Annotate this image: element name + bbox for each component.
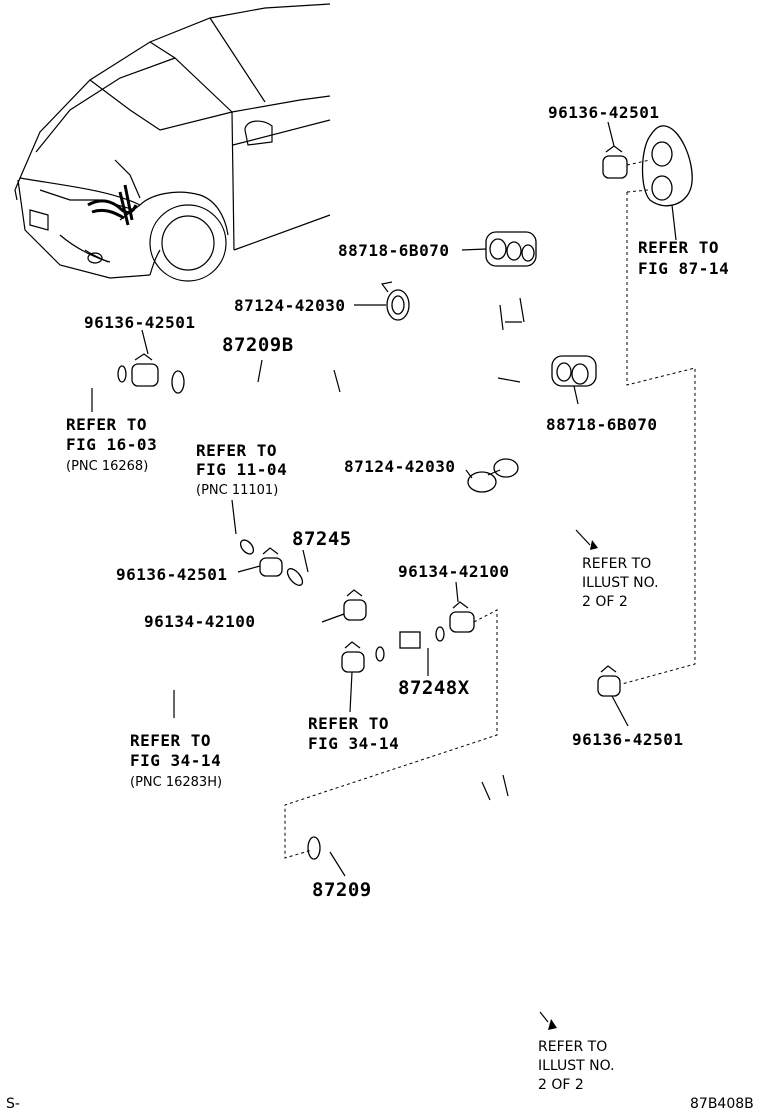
label-87209: 87209 bbox=[312, 879, 372, 901]
label-refer-11-04-line1: REFER TO bbox=[196, 441, 277, 460]
footer-figure-id: 87B408B bbox=[690, 1096, 754, 1112]
hose-34-14 bbox=[69, 652, 340, 750]
hose-clip-87124-lower[interactable] bbox=[467, 458, 519, 493]
label-87248x: 87248X bbox=[398, 677, 470, 699]
label-refer-87-14-line2: FIG 87-14 bbox=[638, 259, 729, 278]
dashed-connectors bbox=[284, 159, 696, 859]
hose-87209b[interactable] bbox=[170, 158, 615, 535]
clamp-96136-left[interactable] bbox=[131, 353, 159, 387]
label-96136-bottom: 96136-42501 bbox=[572, 730, 683, 749]
label-87124-upper: 87124-42030 bbox=[234, 296, 345, 315]
label-refer-87-14-line1: REFER TO bbox=[638, 238, 719, 257]
hose-clamp-88718-lower[interactable] bbox=[551, 355, 597, 387]
label-refer-11-04-line2: FIG 11-04 bbox=[196, 460, 287, 479]
footer-left-text: S- bbox=[6, 1096, 20, 1112]
hose-87209[interactable] bbox=[302, 678, 595, 1020]
label-refer-34-14h-line1: REFER TO bbox=[130, 731, 211, 750]
label-illust-a-line1: REFER TO bbox=[582, 556, 651, 572]
pipe-stub-11-04 bbox=[215, 523, 255, 555]
label-88718-upper: 88718-6B070 bbox=[338, 241, 449, 260]
label-refer-16-03-pnc: (PNC 16268) bbox=[66, 459, 148, 474]
arrow-illust-b bbox=[539, 1011, 557, 1030]
label-illust-b-line2: ILLUST NO. bbox=[538, 1058, 615, 1074]
grommet-87-14 bbox=[641, 125, 693, 207]
label-refer-34-14h-line2: FIG 34-14 bbox=[130, 751, 221, 770]
label-96136-top: 96136-42501 bbox=[548, 103, 659, 122]
label-refer-34-14-line2: FIG 34-14 bbox=[308, 734, 399, 753]
label-88718-lower: 88718-6B070 bbox=[546, 415, 657, 434]
leader-lines bbox=[91, 121, 677, 877]
label-96136-left: 96136-42501 bbox=[84, 313, 195, 332]
clamp-96134-lower[interactable] bbox=[341, 641, 365, 673]
clamp-96136-mid[interactable] bbox=[259, 547, 283, 577]
label-96136-mid: 96136-42501 bbox=[116, 565, 227, 584]
arrow-illust-a bbox=[575, 529, 598, 550]
label-illust-b-line1: REFER TO bbox=[538, 1039, 607, 1055]
hose-clip-87124-upper[interactable] bbox=[380, 281, 410, 321]
car-hose-highlight bbox=[87, 184, 138, 226]
clamp-96136-top[interactable] bbox=[602, 145, 628, 179]
hose-87245[interactable] bbox=[285, 566, 337, 607]
clamp-96134-left[interactable] bbox=[343, 589, 367, 621]
label-refer-11-04-pnc: (PNC 11101) bbox=[196, 483, 278, 498]
car-illustration bbox=[14, 3, 331, 282]
label-refer-16-03-line1: REFER TO bbox=[66, 415, 147, 434]
label-illust-a-line2: ILLUST NO. bbox=[582, 575, 659, 591]
hose-clamp-88718-upper[interactable] bbox=[485, 231, 537, 267]
pipe-stub-16-03 bbox=[84, 364, 128, 383]
label-96134-right: 96134-42100 bbox=[398, 562, 509, 581]
clamp-96136-bottom[interactable] bbox=[597, 665, 621, 697]
label-refer-34-14h-pnc: (PNC 16283H) bbox=[130, 775, 222, 790]
label-illust-b-line3: 2 OF 2 bbox=[538, 1077, 584, 1093]
label-87245: 87245 bbox=[292, 528, 352, 550]
label-87209b: 87209B bbox=[222, 334, 294, 356]
label-refer-34-14-line1: REFER TO bbox=[308, 714, 389, 733]
label-refer-16-03-line2: FIG 16-03 bbox=[66, 435, 157, 454]
label-87124-lower: 87124-42030 bbox=[344, 457, 455, 476]
clamp-96134-right[interactable] bbox=[449, 601, 475, 633]
label-illust-a-line3: 2 OF 2 bbox=[582, 594, 628, 610]
label-96134-left: 96134-42100 bbox=[144, 612, 255, 631]
joint-87248x[interactable] bbox=[374, 622, 446, 662]
